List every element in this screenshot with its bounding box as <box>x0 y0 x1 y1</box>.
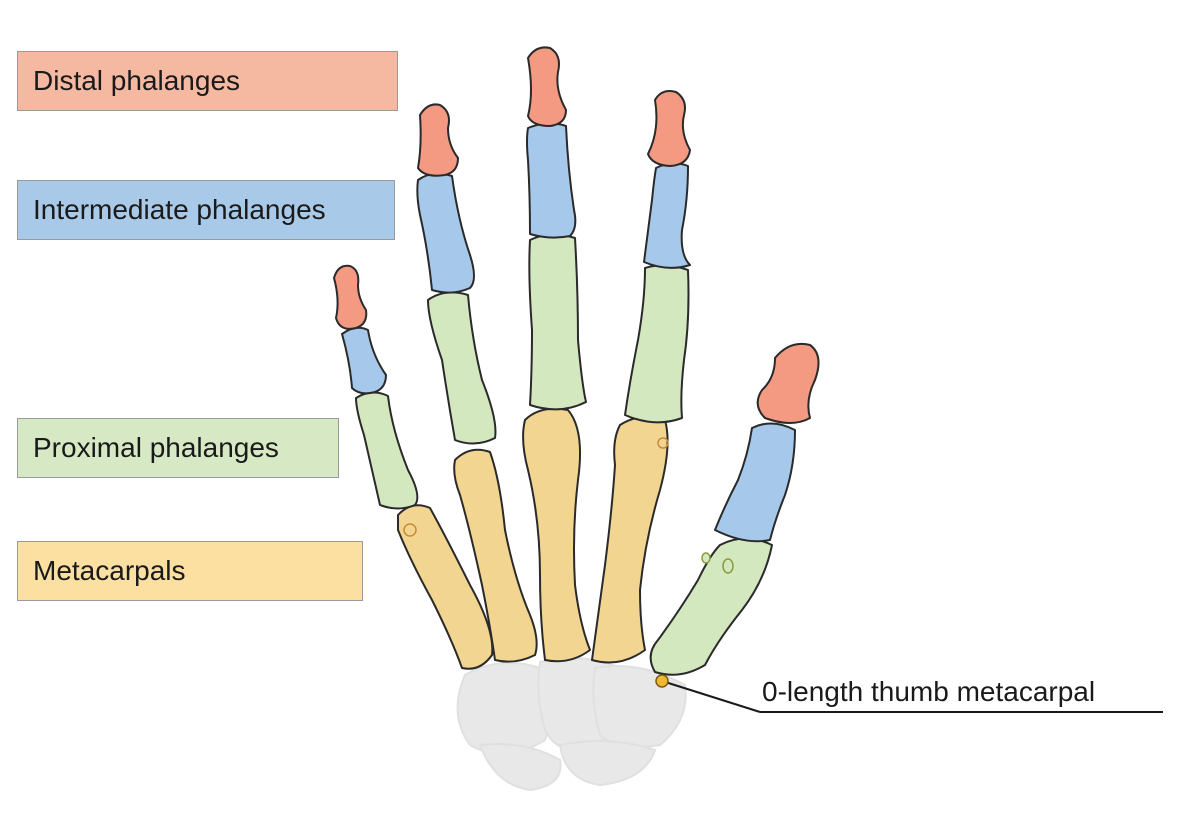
distal-phalanx-bone <box>756 342 820 424</box>
legend-intermediate-phalanges: Intermediate phalanges <box>17 180 395 240</box>
proximal-phalanx-bone <box>355 391 419 510</box>
thumb-metacarpal-dot <box>655 674 669 688</box>
sesamoid-bone <box>722 558 734 574</box>
legend-metacarpals: Metacarpals <box>17 541 363 601</box>
distal-phalanx-bone <box>647 90 691 167</box>
carpal-bone <box>558 740 657 787</box>
metacarpal-bone <box>522 407 591 663</box>
distal-phalanx-bone <box>417 103 459 177</box>
legend-distal-phalanges: Distal phalanges <box>17 51 398 111</box>
bone-foramen <box>403 523 417 537</box>
intermediate-phalanx-bone <box>714 422 796 543</box>
intermediate-phalanx-bone <box>341 326 387 395</box>
carpal-bone <box>478 743 562 792</box>
proximal-phalanx-bone <box>624 264 690 424</box>
bone-foramen <box>657 437 669 449</box>
carpal-bone <box>592 665 687 748</box>
metacarpal-bone <box>591 415 669 664</box>
thumb-metacarpal-callout <box>655 674 1163 713</box>
little-finger <box>333 264 494 670</box>
index-finger <box>591 90 691 664</box>
carpal-bone <box>456 661 553 755</box>
ring-finger <box>416 103 538 663</box>
thumb <box>649 342 820 676</box>
legend-label: Intermediate phalanges <box>33 194 326 225</box>
intermediate-phalanx-bone <box>416 172 475 294</box>
proximal-phalanx-bone <box>649 537 773 676</box>
metacarpal-bone <box>397 504 494 670</box>
legend-label: Metacarpals <box>33 555 186 586</box>
carpal-bones <box>456 657 687 792</box>
thumb-metacarpal-label: 0-length thumb metacarpal <box>762 676 1096 707</box>
metacarpal-bone <box>453 448 538 663</box>
distal-phalanx-bone <box>333 264 368 330</box>
legend-proximal-phalanges: Proximal phalanges <box>17 418 339 478</box>
intermediate-phalanx-bone <box>643 162 691 269</box>
middle-finger <box>522 46 591 663</box>
distal-phalanx-bone <box>527 46 567 127</box>
intermediate-phalanx-bone <box>526 122 577 239</box>
sesamoid-bone <box>701 552 711 564</box>
callout-leader-line <box>661 680 761 713</box>
proximal-phalanx-bone <box>427 291 497 445</box>
legend-label: Proximal phalanges <box>33 432 279 463</box>
legend-label: Distal phalanges <box>33 65 241 96</box>
proximal-phalanx-bone <box>528 233 587 411</box>
